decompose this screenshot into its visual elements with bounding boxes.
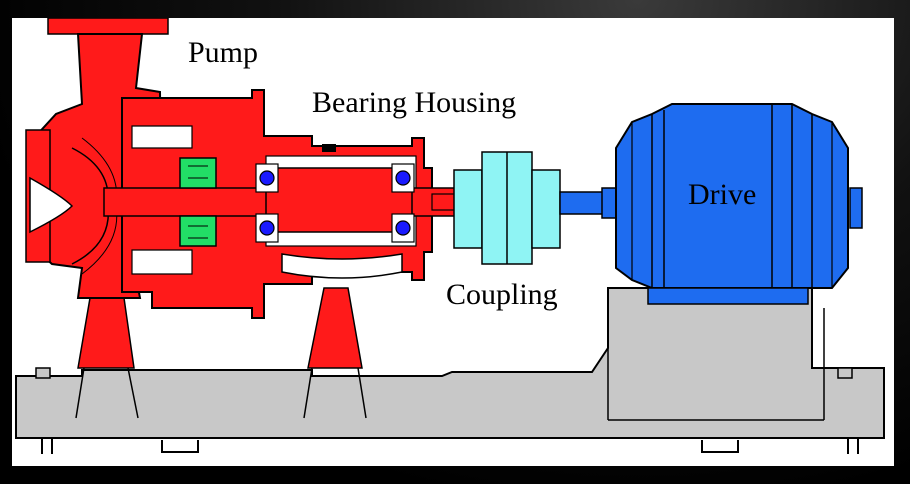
- baseplate: [15, 287, 885, 454]
- pump-assembly-diagram: [15, 18, 885, 454]
- coupling: [453, 151, 561, 265]
- diagram-panel: Pump Bearing Housing Coupling Drive: [12, 18, 894, 466]
- mechanical-seal: [179, 157, 217, 247]
- pump-support-feet: [75, 287, 367, 419]
- pump-label: Pump: [188, 36, 259, 69]
- drive-label: Drive: [688, 178, 757, 211]
- coupling-label: Coupling: [446, 278, 558, 311]
- drive-motor: [601, 103, 863, 305]
- shaft: [103, 167, 465, 233]
- bearing-housing-label: Bearing Housing: [312, 86, 517, 119]
- bearings: [255, 163, 415, 243]
